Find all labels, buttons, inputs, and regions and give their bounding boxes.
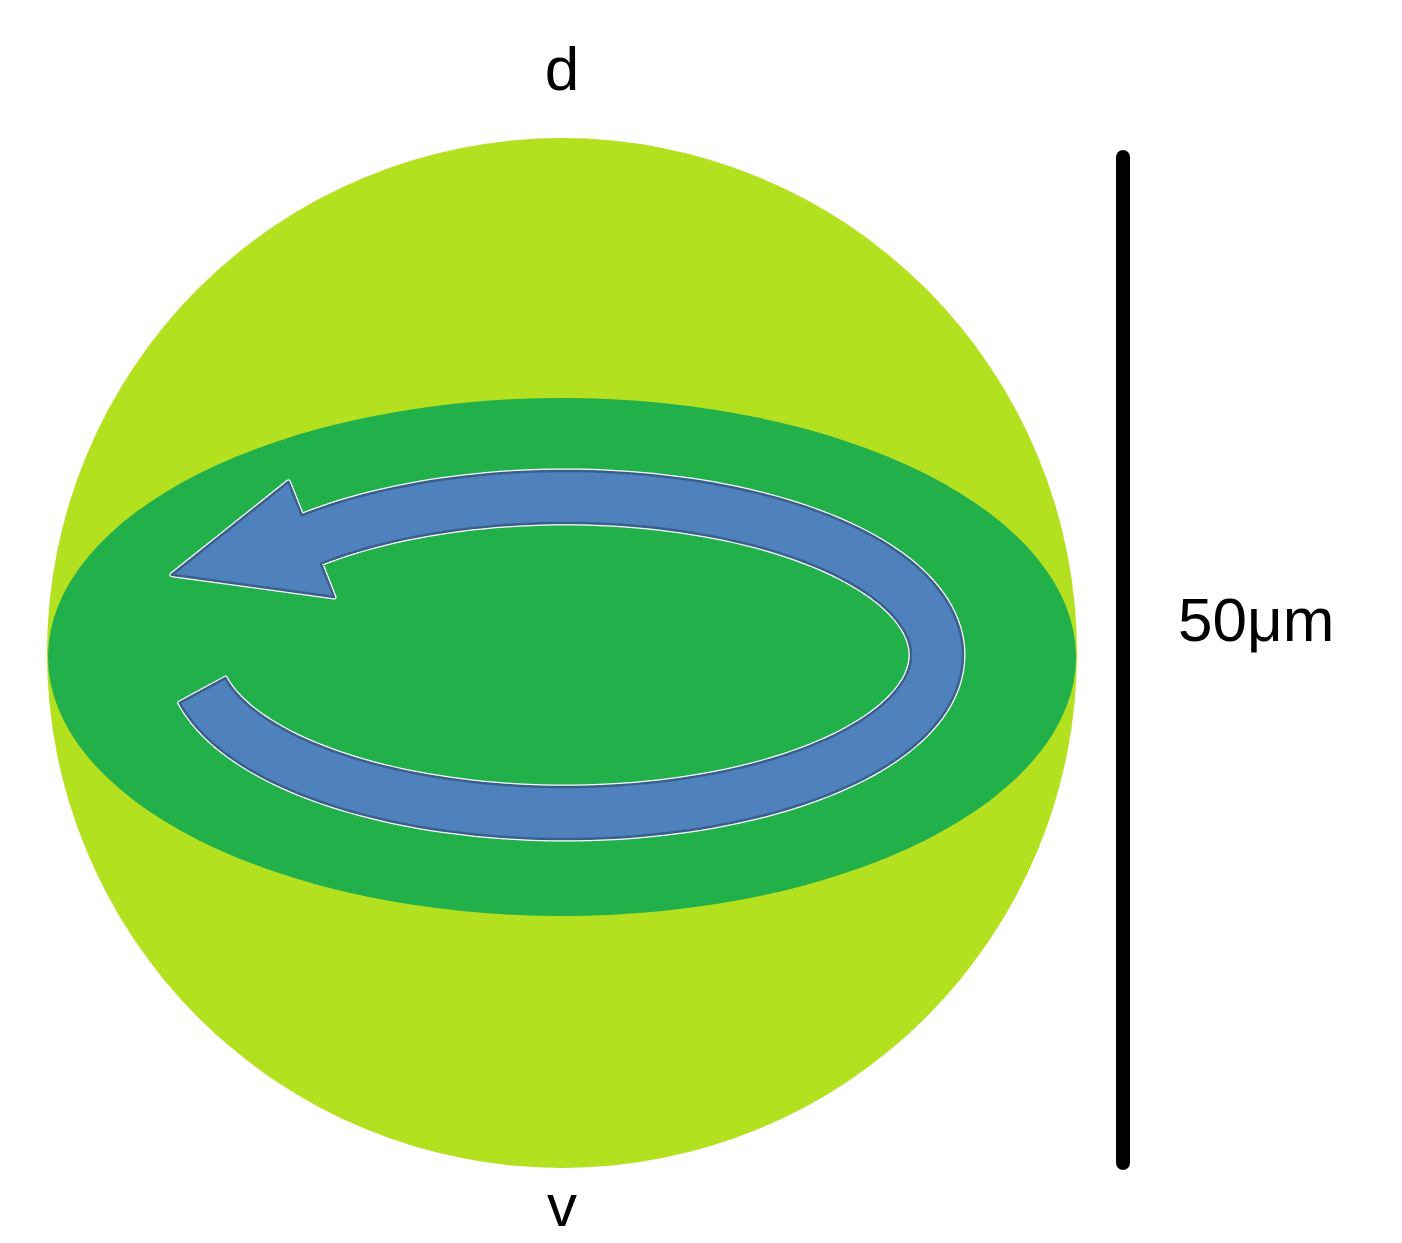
axis-label: d [545, 38, 579, 100]
rotation-arrow-halo [172, 471, 963, 839]
cell-sphere [47, 138, 1077, 1168]
scale-label: 50μm [1178, 589, 1334, 651]
axis-label: v [547, 1176, 577, 1236]
rotation-arrow-group [172, 471, 963, 839]
rotation-arrow [172, 471, 963, 839]
equatorial-band [48, 398, 1076, 916]
scale-bar [1116, 157, 1130, 1163]
